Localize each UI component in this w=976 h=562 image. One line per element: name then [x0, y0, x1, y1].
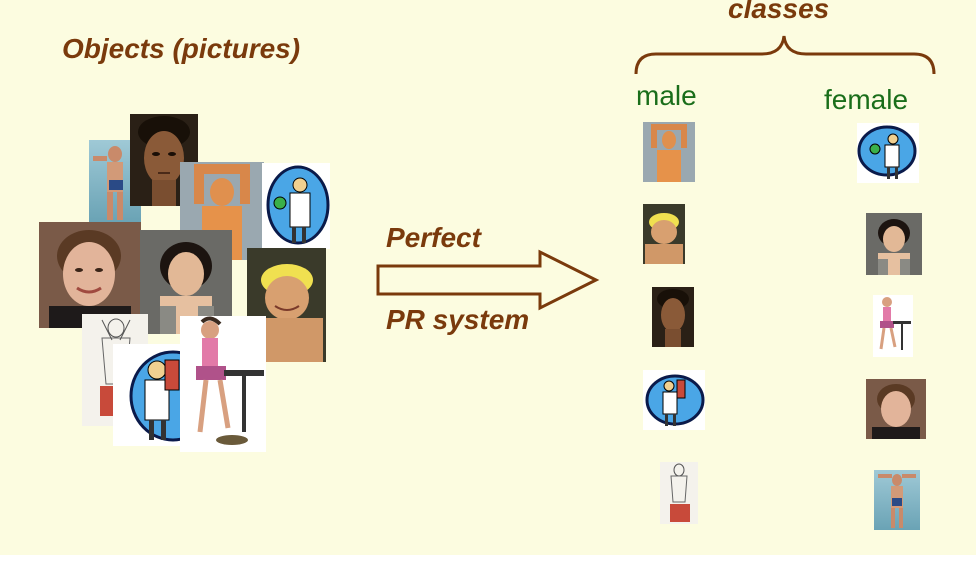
- objects-title: Objects (pictures): [62, 33, 301, 64]
- male-man-portrait-photo: [652, 287, 694, 347]
- female-asian-woman-photo: [866, 213, 922, 275]
- male-man-arms-raised-photo: [643, 122, 695, 182]
- male-swim-cap-man-photo: [643, 204, 685, 264]
- collage-scientist-cartoon: [262, 163, 330, 249]
- classes-brace: [634, 35, 936, 75]
- female-swimmer-woman-photo: [874, 470, 920, 530]
- female-smiling-woman-photo: [866, 379, 926, 439]
- female-cartoon-woman-table: [873, 295, 913, 357]
- male-sketch-figure: [660, 462, 698, 524]
- female-class-label: female: [824, 84, 909, 115]
- arrow-label-pr-system: PR system: [386, 304, 530, 335]
- classes-label: classes: [728, 0, 830, 24]
- collage-smiling-woman-photo: [39, 222, 141, 328]
- arrow-label-perfect: Perfect: [386, 222, 481, 253]
- male-class-label: male: [636, 80, 697, 111]
- male-scientist-cartoon: [643, 370, 705, 430]
- collage-cartoon-woman-table: [180, 316, 266, 452]
- classification-arrow: [376, 249, 600, 311]
- female-scientist-cartoon: [857, 123, 919, 183]
